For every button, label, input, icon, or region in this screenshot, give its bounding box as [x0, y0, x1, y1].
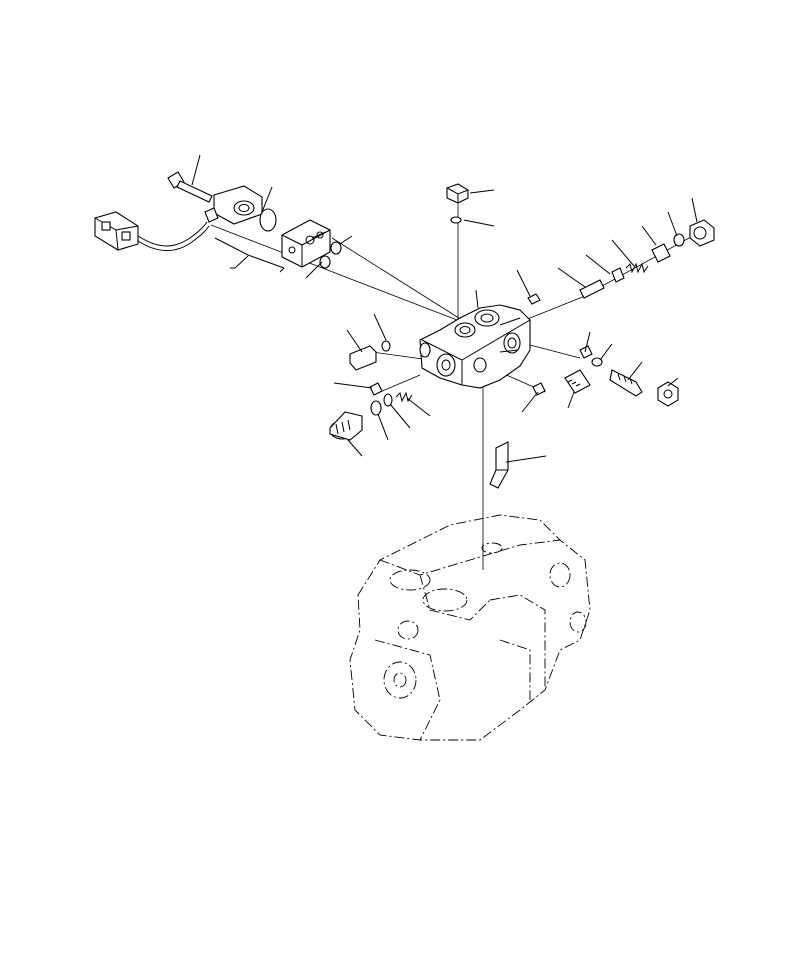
bracket [489, 441, 509, 489]
spool [564, 279, 643, 397]
plug [349, 183, 715, 407]
leader-lines [191, 154, 698, 463]
large-plug [329, 411, 363, 441]
control-valve-body [419, 304, 531, 389]
spring [395, 262, 649, 403]
o-ring [319, 216, 685, 416]
connector [94, 211, 210, 251]
solenoid-valve [204, 185, 277, 232]
mounting-bolt [167, 171, 213, 203]
valve-block [214, 219, 331, 273]
pump-housing [349, 514, 591, 741]
